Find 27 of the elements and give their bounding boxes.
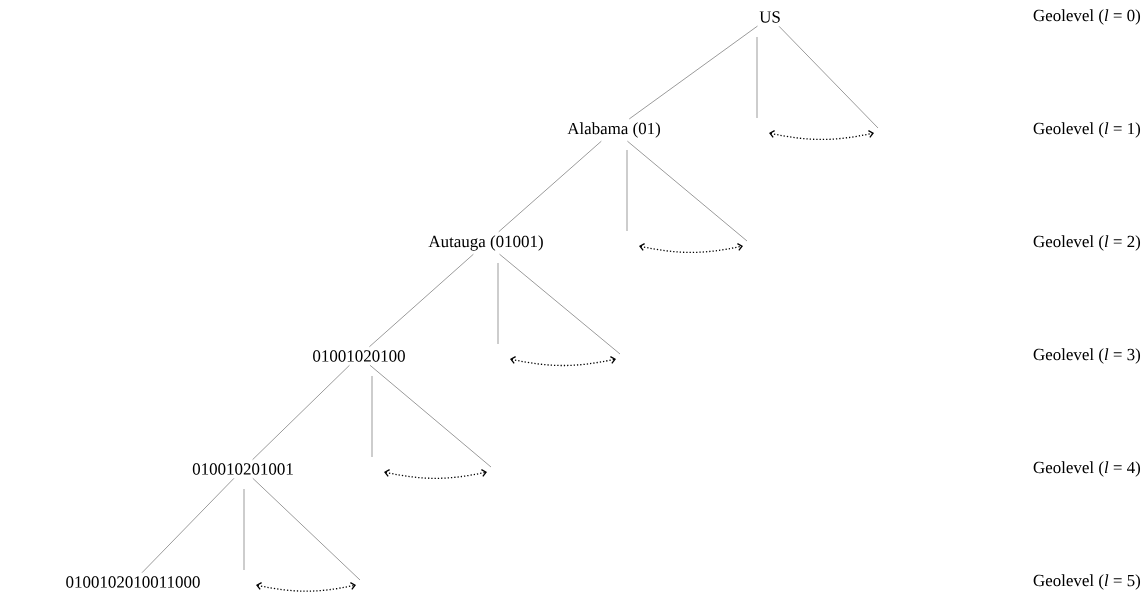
tree-line	[499, 253, 621, 355]
tree-node-label: Alabama (01)	[567, 122, 661, 138]
tree-line	[371, 375, 373, 458]
tree-node-label: 0100102010011000	[66, 576, 200, 588]
level-label: Geolevel (l = 1)	[1033, 122, 1141, 138]
tree-line	[756, 36, 758, 119]
tree-node-label: US	[759, 11, 780, 23]
tree-node-label: Autauga (01001)	[428, 235, 543, 251]
level-label: Geolevel (l = 0)	[1033, 9, 1141, 25]
level-label: Geolevel (l = 2)	[1033, 235, 1141, 251]
tree-line	[369, 365, 492, 468]
tree-line	[369, 254, 474, 347]
tree-line	[629, 25, 758, 120]
tree-line	[252, 365, 350, 460]
tree-line	[626, 149, 628, 232]
tree-line	[141, 478, 235, 573]
tree-line	[497, 262, 499, 345]
level-label: Geolevel (l = 5)	[1033, 574, 1141, 590]
tree-line	[243, 488, 245, 571]
tree-node-label: 010010201001	[192, 463, 293, 475]
tree-line	[498, 141, 602, 232]
tree-node-label: 01001020100	[313, 350, 405, 362]
tree-line	[252, 478, 361, 581]
level-label: Geolevel (l = 4)	[1033, 461, 1141, 477]
tree-line	[627, 140, 748, 242]
tree-line	[778, 26, 879, 129]
level-label: Geolevel (l = 3)	[1033, 348, 1141, 364]
